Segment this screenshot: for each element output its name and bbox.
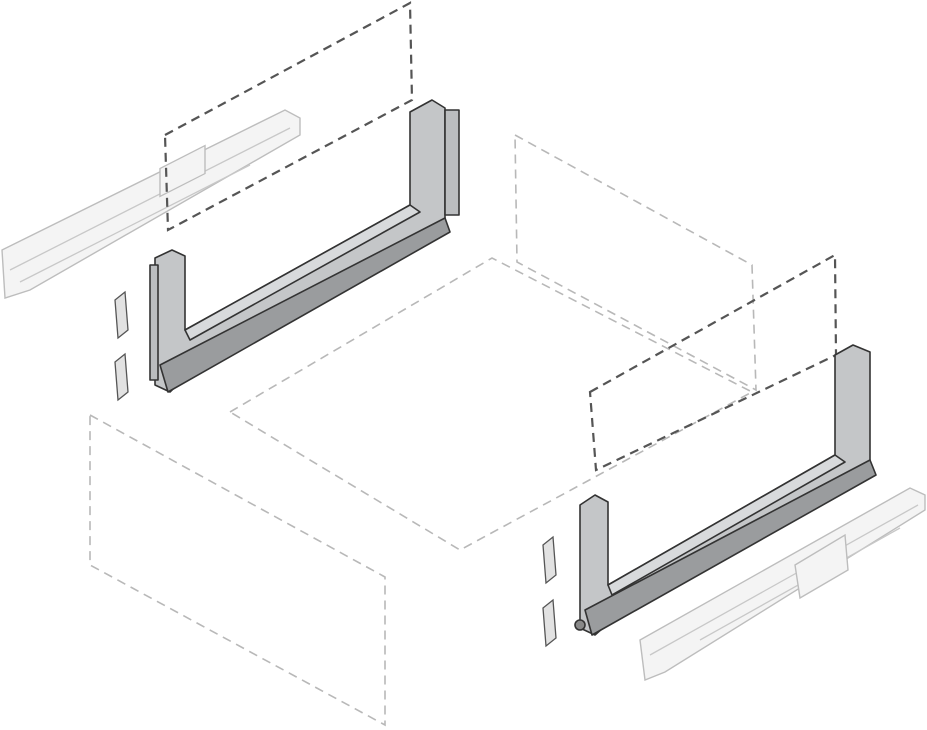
back-side-panel-right [588,253,838,472]
drawer-back-panel [514,133,757,392]
front-frame-left [149,99,460,393]
runner-left [1,109,301,299]
front-frame-right [574,344,877,636]
mounting-clips-right [542,535,557,648]
drawer-front-panel [89,413,386,727]
back-side-panel-left [163,1,414,232]
mounting-clips-left [114,290,129,402]
runner-right [639,487,926,681]
drawer-bottom-panel [228,257,754,551]
